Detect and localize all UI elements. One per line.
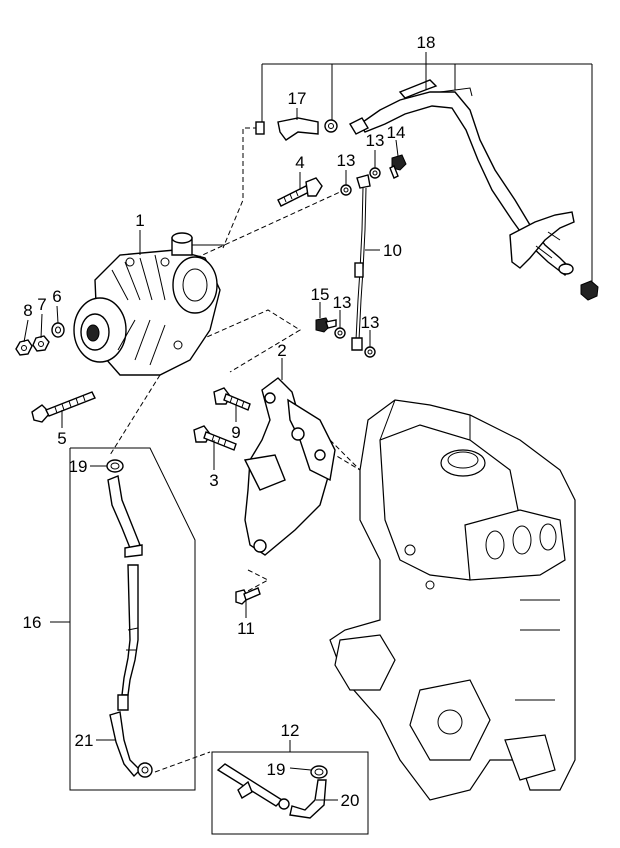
callout-18: 18 — [417, 33, 436, 52]
callout-5: 5 — [57, 429, 66, 448]
callout-6: 6 — [52, 287, 61, 306]
hose-17 — [255, 117, 338, 141]
oil-line-10 — [351, 174, 371, 351]
callout-4: 4 — [295, 153, 304, 172]
callout-labels: 18 17 4 13 13 14 10 1 8 7 6 15 13 13 2 5… — [23, 33, 436, 810]
callout-leaders — [23, 52, 593, 801]
bolt-4 — [277, 177, 323, 207]
callout-13-a: 13 — [337, 151, 356, 170]
dashed-leaders — [109, 127, 361, 773]
callout-2: 2 — [277, 341, 286, 360]
callout-20: 20 — [341, 791, 360, 810]
callout-10: 10 — [383, 241, 402, 260]
callout-7: 7 — [37, 295, 46, 314]
callout-13-c: 13 — [333, 293, 352, 312]
callout-15: 15 — [311, 285, 330, 304]
bolt-5 — [31, 391, 96, 423]
callout-16: 16 — [23, 613, 42, 632]
callout-21: 21 — [75, 731, 94, 750]
callout-9: 9 — [231, 423, 240, 442]
pipe-kit-box-12 — [211, 751, 369, 835]
hose-set-box-16 — [69, 447, 196, 791]
washers-and-bolts — [315, 154, 407, 358]
callout-14: 14 — [387, 123, 406, 142]
callout-13-d: 13 — [361, 313, 380, 332]
bolt-3 — [193, 425, 237, 451]
callout-8: 8 — [23, 301, 32, 320]
callout-11: 11 — [237, 619, 255, 638]
pipe-assembly — [349, 79, 599, 301]
callout-1: 1 — [135, 211, 144, 230]
callout-13-b: 13 — [366, 131, 385, 150]
callout-3: 3 — [209, 471, 218, 490]
alternator — [73, 232, 225, 376]
callout-12: 12 — [281, 721, 300, 740]
callout-19-a: 19 — [69, 457, 88, 476]
bracket-2 — [243, 377, 336, 556]
callout-17: 17 — [288, 89, 307, 108]
nut-washer-set — [15, 322, 65, 356]
engine-block — [329, 399, 576, 801]
bolt-9 — [213, 387, 251, 411]
callout-19-b: 19 — [267, 760, 286, 779]
bolt-11 — [235, 587, 261, 605]
